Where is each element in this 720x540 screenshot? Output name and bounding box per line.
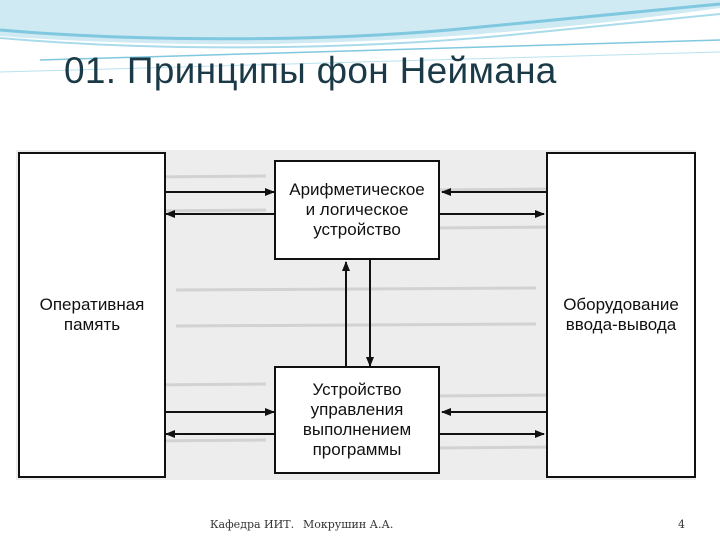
- control-unit-label: Устройство управления выполнением програ…: [302, 380, 412, 459]
- slide-title: 01. Принципы фон Неймана: [64, 50, 557, 91]
- memory-label: Оперативная память: [39, 295, 145, 334]
- footer-author: Мокрушин А.А.: [303, 518, 394, 531]
- io-box: Оборудование ввода-вывода: [546, 152, 696, 478]
- alu-label: Арифметическое и логическое устройство: [289, 180, 425, 239]
- page-number: 4: [678, 518, 685, 531]
- alu-box: Арифметическое и логическое устройство: [274, 160, 440, 260]
- io-label: Оборудование ввода-вывода: [563, 295, 679, 334]
- header-wave-decoration: [0, 0, 720, 73]
- footer-department: Кафедра ИИТ.: [210, 518, 295, 531]
- control-unit-box: Устройство управления выполнением програ…: [274, 366, 440, 474]
- memory-box: Оперативная память: [18, 152, 166, 478]
